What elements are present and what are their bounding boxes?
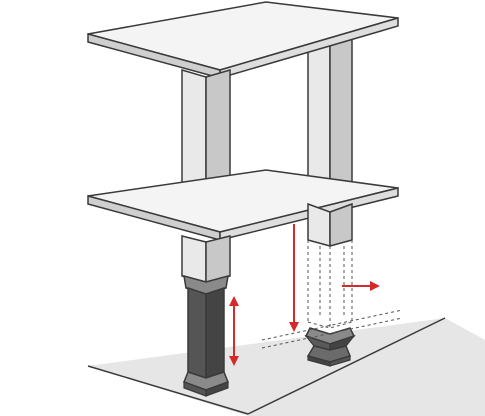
back-column-lower (307, 202, 353, 247)
front-column-lower (181, 235, 231, 283)
back-column-lower-ghost (307, 240, 353, 329)
back-base-isolator (304, 327, 356, 367)
front-base-isolator (183, 274, 229, 397)
middle-floor-slab (87, 169, 399, 241)
horizontal-displacement-arrow (342, 281, 380, 291)
upper-floor-slab (87, 1, 399, 80)
vertical-movement-arrow (229, 296, 239, 366)
back-column-upper (307, 33, 353, 193)
downward-displacement-arrow (289, 224, 299, 332)
ground-plane (87, 317, 485, 416)
